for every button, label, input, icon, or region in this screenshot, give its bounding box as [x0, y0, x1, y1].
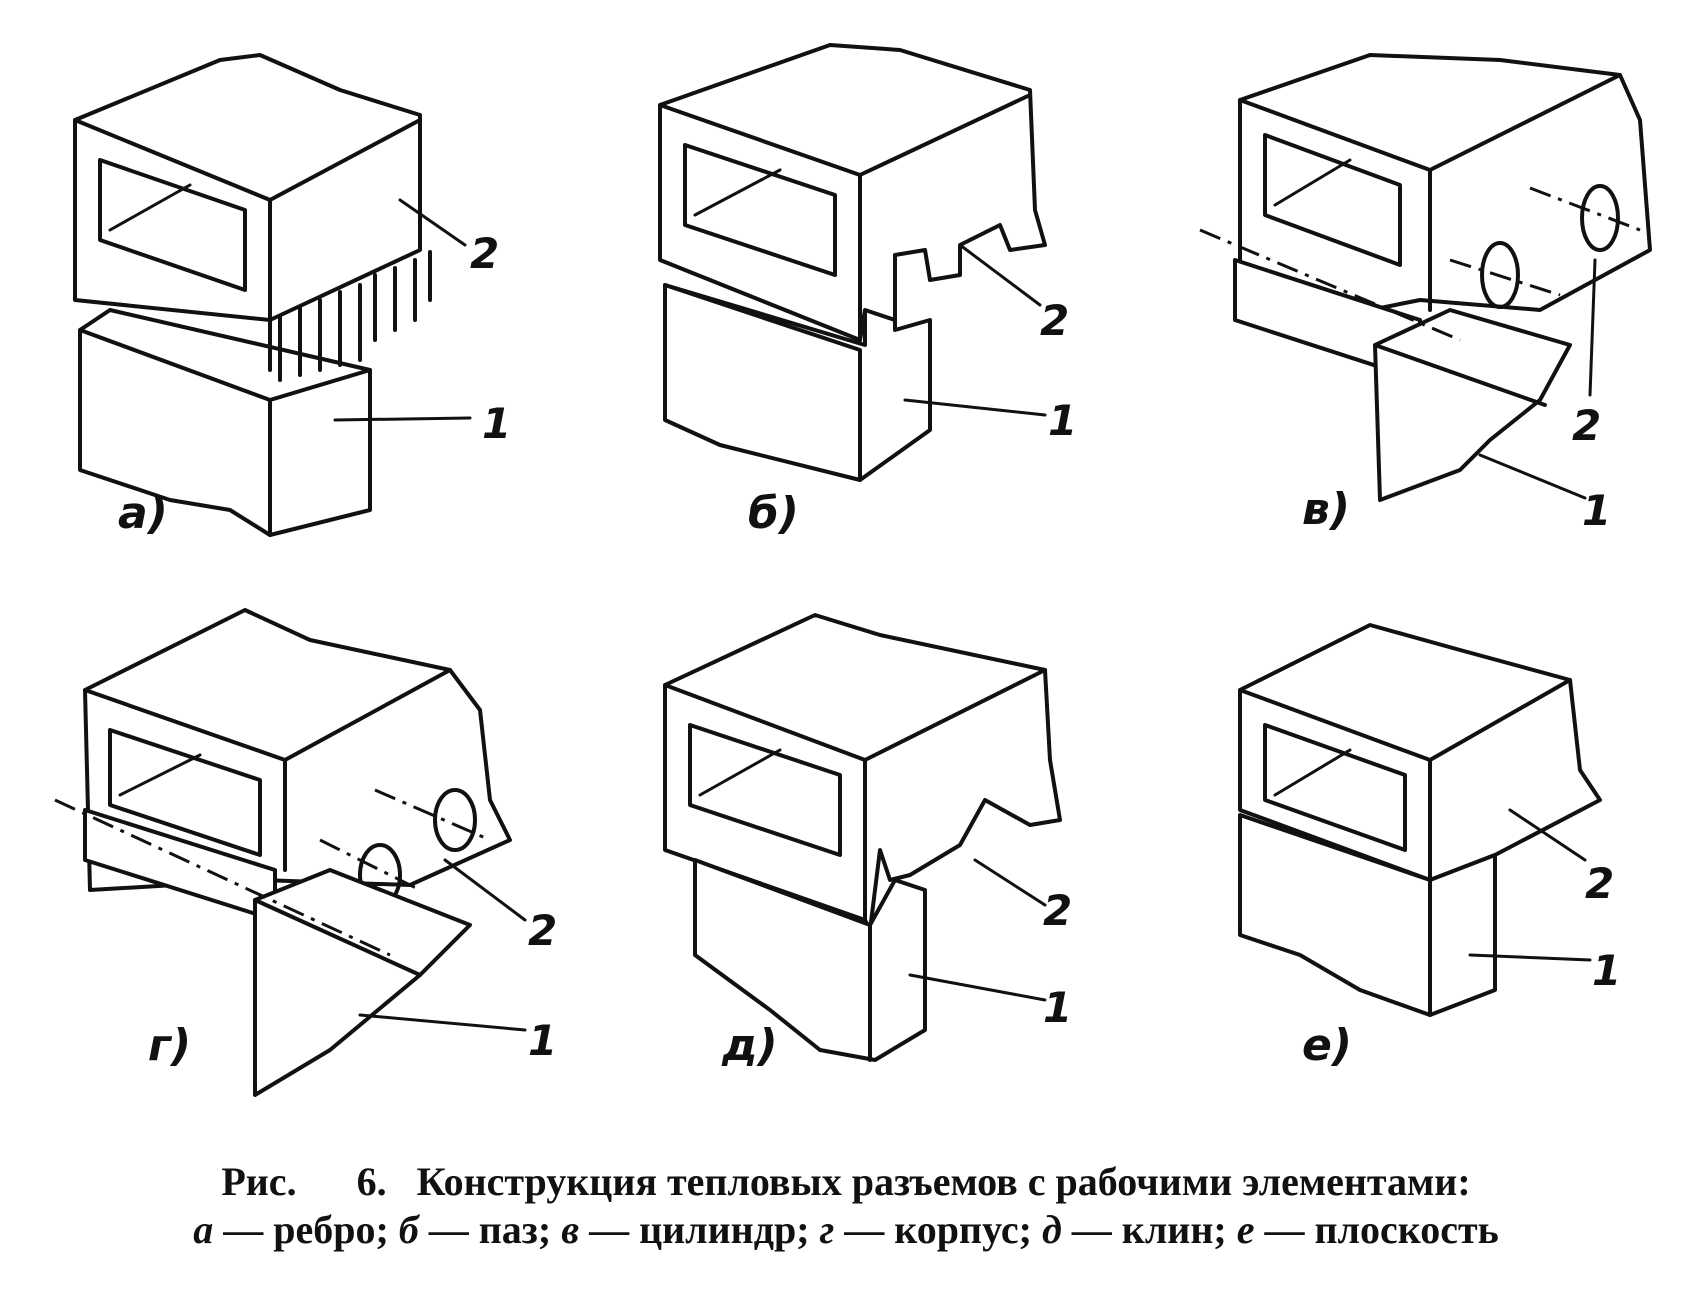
- panel-g: [54, 608, 527, 1097]
- panel-g-window: [108, 728, 262, 857]
- caption-item-b-letter: б: [398, 1207, 419, 1252]
- panel-d-window: [688, 723, 842, 857]
- panel-v-callout-2: 2: [1572, 401, 1601, 450]
- panel-a: [73, 53, 472, 537]
- panel-a-callout-2: 2: [470, 229, 499, 278]
- panel-b: [658, 43, 1047, 482]
- panel-d-callout-1: 1: [1043, 983, 1072, 1032]
- panel-e-label: е): [1302, 1020, 1352, 1071]
- caption-title: Конструкция тепловых разъемов с рабочими…: [416, 1159, 1471, 1204]
- panel-a-window: [98, 158, 247, 292]
- panel-e: [1238, 623, 1602, 1017]
- caption-item-v-letter: в: [561, 1207, 580, 1252]
- panel-e-callout-1: 1: [1592, 946, 1621, 995]
- panel-v-part-1: [1373, 308, 1572, 502]
- panel-v-callout-1: 1: [1582, 486, 1611, 535]
- panel-g-label: г): [148, 1020, 191, 1071]
- panel-b-label: б): [748, 488, 799, 539]
- panel-a-label: а): [118, 488, 168, 539]
- caption-item-g-text: — корпус;: [834, 1207, 1042, 1252]
- caption-item-d-text: — клин;: [1061, 1207, 1237, 1252]
- caption-item-e-letter: е: [1236, 1207, 1255, 1252]
- panel-v-cylinder-1: [1480, 241, 1520, 309]
- panel-b-part-2: [658, 43, 1047, 342]
- panel-g-callout-2: 2: [528, 906, 557, 955]
- caption-item-g-letter: г: [819, 1207, 835, 1252]
- caption-items-line: а — ребро; б — паз; в — цилиндр; г — кор…: [0, 1206, 1692, 1254]
- panel-b-window: [683, 143, 837, 277]
- figure-caption: Рис. 6. Конструкция тепловых разъемов с …: [0, 1158, 1692, 1254]
- panel-g-part-1: [253, 868, 472, 1097]
- panel-v: [1199, 53, 1652, 502]
- panel-g-callout-1: 1: [528, 1016, 557, 1065]
- panel-e-window: [1263, 723, 1407, 852]
- caption-item-d-letter: д: [1041, 1207, 1062, 1252]
- panel-e-callout-2: 2: [1585, 859, 1614, 908]
- caption-item-e-text: — плоскость: [1254, 1207, 1499, 1252]
- panel-d-label: д): [721, 1020, 778, 1071]
- caption-number: 6.: [356, 1159, 387, 1204]
- panel-d: [663, 613, 1062, 1062]
- panel-v-window: [1263, 133, 1402, 267]
- panel-d-part-1: [693, 858, 927, 1062]
- caption-prefix: Рис.: [221, 1159, 297, 1204]
- panel-v-label: в): [1302, 484, 1350, 535]
- caption-item-v-text: — цилиндр;: [579, 1207, 820, 1252]
- panel-b-callout-2: 2: [1040, 296, 1069, 345]
- caption-title-line: Рис. 6. Конструкция тепловых разъемов с …: [0, 1158, 1692, 1206]
- panel-g-cylinder-2: [433, 788, 477, 852]
- panel-b-callout-1: 1: [1048, 396, 1077, 445]
- panel-v-cylinder-2: [1580, 184, 1620, 252]
- panel-d-callout-2: 2: [1043, 886, 1072, 935]
- panel-a-callout-1: 1: [482, 399, 511, 448]
- caption-item-a-text: — ребро;: [213, 1207, 399, 1252]
- caption-item-a-letter: а: [193, 1207, 214, 1252]
- caption-item-b-text: — паз;: [418, 1207, 562, 1252]
- panel-a-ribs: [278, 250, 432, 382]
